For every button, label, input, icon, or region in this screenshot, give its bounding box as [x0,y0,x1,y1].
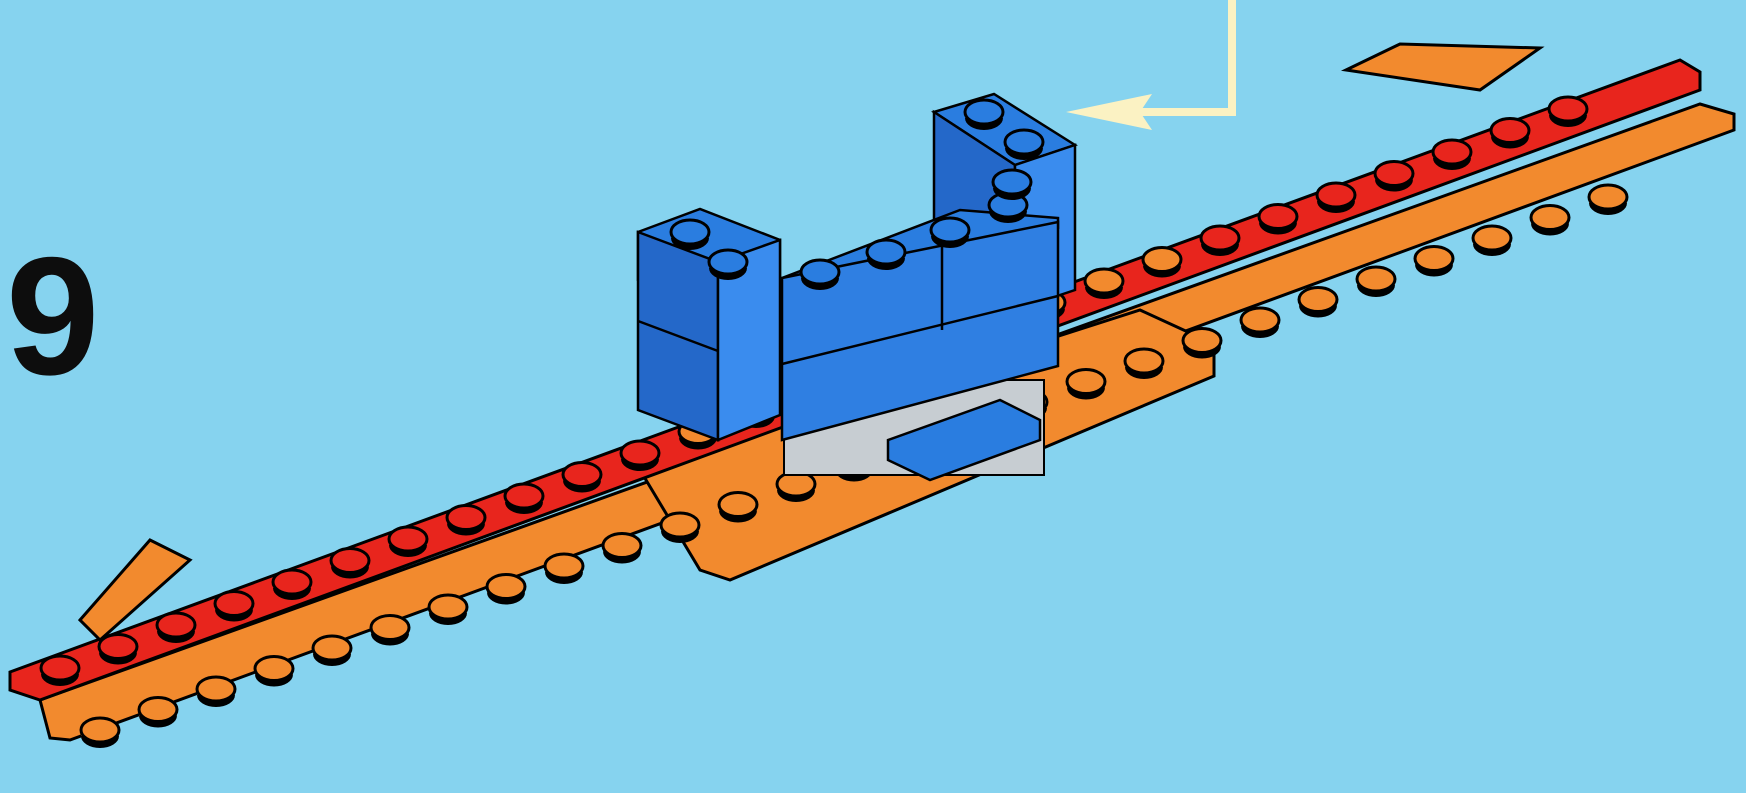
stud [1491,119,1529,149]
stud [867,240,905,270]
stud [429,595,467,625]
stud [1005,130,1043,160]
stud [215,592,253,622]
stud [1201,226,1239,256]
stud [81,718,119,748]
stud [545,554,583,584]
stud [447,506,485,536]
stud [331,549,369,579]
stud [41,656,79,686]
stud [1143,248,1181,278]
stud [671,220,709,250]
callout-arrow-icon [1066,0,1232,130]
stud [719,493,757,523]
stud [197,677,235,707]
stud [1357,267,1395,297]
stud [1473,226,1511,256]
stud [1375,162,1413,192]
stud [389,527,427,557]
stud [777,472,815,502]
stud [965,100,1003,130]
stud [1183,329,1221,359]
stud [1549,97,1587,127]
stud [1589,185,1627,215]
stud [273,570,311,600]
stud [313,636,351,666]
stud [371,616,409,646]
stud [1085,269,1123,299]
stud [99,635,137,665]
stud [1317,183,1355,213]
stud [505,484,543,514]
stud [563,463,601,493]
stud [1241,308,1279,338]
stud [1259,205,1297,235]
orange-wedge-right [1346,44,1540,90]
stud [1415,247,1453,277]
stud [661,513,699,543]
stud [487,575,525,605]
stud [603,534,641,564]
stud [139,698,177,728]
stud [1531,206,1569,236]
stud [931,218,969,248]
stud [621,441,659,471]
stud [801,260,839,290]
stud [1433,140,1471,170]
stud [1067,370,1105,400]
stud [709,250,747,280]
stud [993,170,1031,200]
stud [157,613,195,643]
stud [1299,288,1337,318]
stud [255,657,293,687]
stud [1125,349,1163,379]
